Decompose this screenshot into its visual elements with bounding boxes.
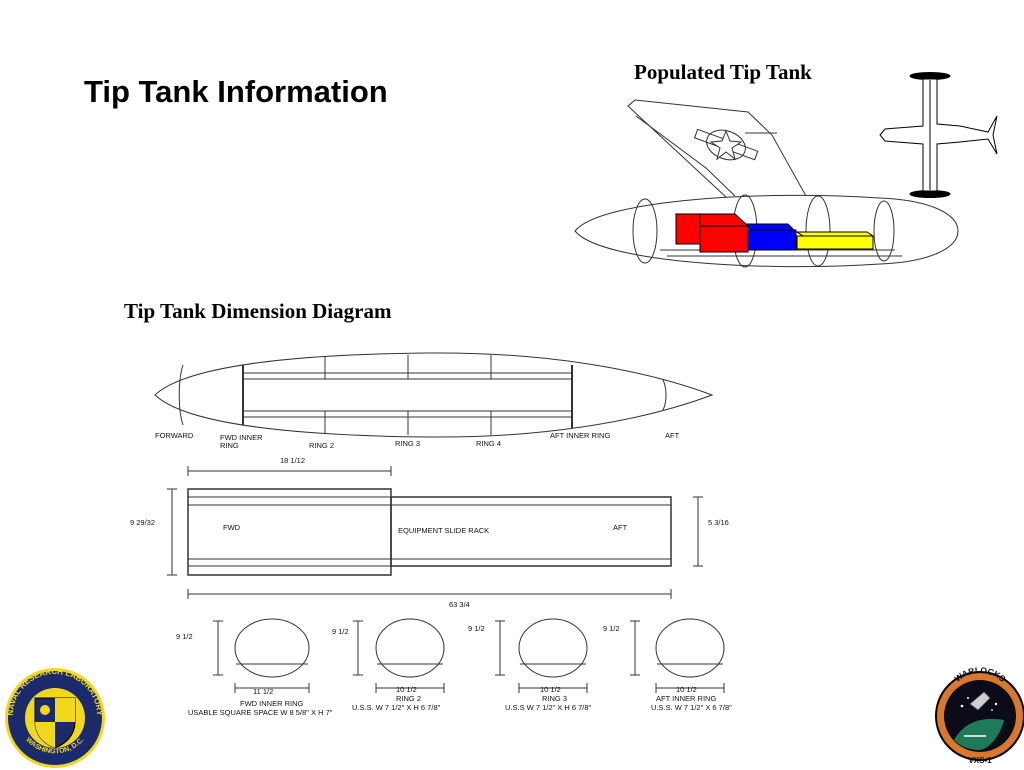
label-ring-3: RING 3 xyxy=(395,439,420,448)
wing-outline xyxy=(627,99,807,199)
star-insignia xyxy=(693,128,759,161)
label-fwd-inner-ring-1: FWD INNER xyxy=(220,433,263,442)
ring3-space: U.S.S W 7 1/2" X H 6 7/8" xyxy=(505,703,592,712)
label-fwd-inner-ring-2: RING xyxy=(220,441,239,450)
ring3-height: 9 1/2 xyxy=(468,624,485,633)
ring2-height: 9 1/2 xyxy=(332,627,349,636)
rack-fwd-label: FWD xyxy=(223,523,241,532)
ring1-height: 9 1/2 xyxy=(176,632,193,641)
label-aft-inner-ring: AFT INNER RING xyxy=(550,431,610,440)
tank-side-profile xyxy=(154,352,714,438)
ring2-name: RING 2 xyxy=(396,694,421,703)
payload-boxes xyxy=(674,213,875,253)
ring1-space: USABLE SQUARE SPACE W 8 5/8" X H 7" xyxy=(188,708,333,717)
ring4-space: U.S.S. W 7 1/2" X 6 7/8" xyxy=(651,703,732,712)
rack-name-label: EQUIPMENT SLIDE RACK xyxy=(398,526,489,535)
tip-tank-body xyxy=(574,194,959,268)
equipment-slide-rack-drawing xyxy=(167,466,703,599)
ring3-width: 10 1/2 xyxy=(540,685,561,694)
ring1-width: 11 1/2 xyxy=(253,687,273,696)
vxs1-bottom-text: VXS-1 xyxy=(968,756,992,765)
slide-rack xyxy=(660,249,902,257)
dim-left: 9 29/32 xyxy=(130,518,155,527)
rack-aft-label: AFT xyxy=(613,523,628,532)
label-aft: AFT xyxy=(665,431,680,440)
ring3-name: RING 3 xyxy=(542,694,567,703)
dim-bottom: 63 3/4 xyxy=(449,600,470,609)
aircraft-top-view-icon xyxy=(879,72,998,198)
ring-cross-sections xyxy=(213,618,725,693)
label-ring-4: RING 4 xyxy=(476,439,501,448)
vxs1-warlocks-logo: WARLOCKS VXS-1 xyxy=(935,665,1024,765)
ring1-name: FWD INNER RING xyxy=(240,699,303,708)
dim-top: 18 1/12 xyxy=(280,456,305,465)
label-ring-2: RING 2 xyxy=(309,441,334,450)
populated-tip-tank-caption: Populated Tip Tank xyxy=(634,60,812,84)
ring4-name: AFT INNER RING xyxy=(656,694,716,703)
label-forward: FORWARD xyxy=(155,431,194,440)
ring2-width: 10 1/2 xyxy=(396,685,417,694)
nrl-logo: NAVAL RESEARCH LABORATORY WASHINGTON, D.… xyxy=(5,667,105,768)
page-title: Tip Tank Information xyxy=(84,74,388,109)
dimension-diagram-caption: Tip Tank Dimension Diagram xyxy=(124,299,392,323)
dim-right: 5 3/16 xyxy=(708,518,729,527)
ring4-width: 10 1/2 xyxy=(676,685,697,694)
ring4-height: 9 1/2 xyxy=(603,624,620,633)
ring2-space: U.S.S. W 7 1/2" X H 6 7/8" xyxy=(352,703,441,712)
